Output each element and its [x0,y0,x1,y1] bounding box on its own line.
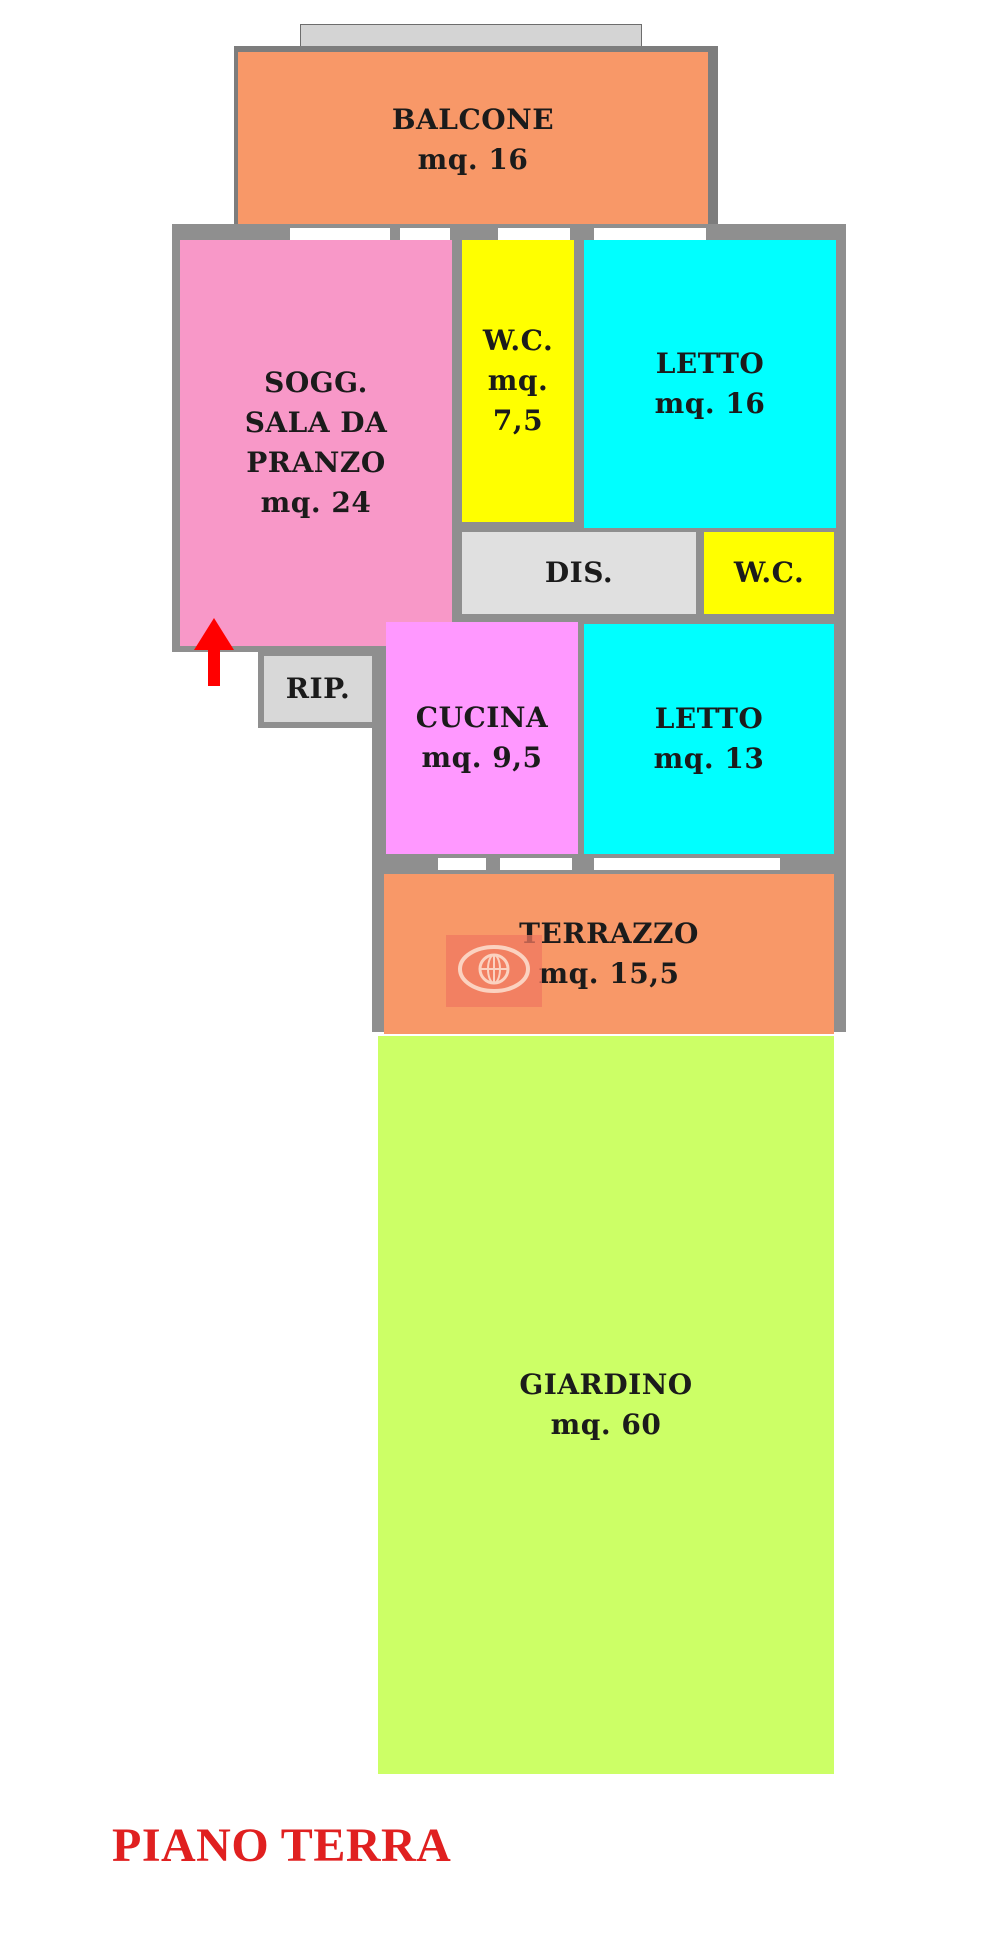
room-area: mq. 13 [653,742,765,775]
room-area: 7,5 [492,404,544,437]
room-area: mq. 16 [654,387,766,420]
room-area-label: mq. [487,364,549,397]
up-arrow-icon [194,618,234,686]
room-area: mq. 16 [417,143,529,176]
room-label: SOGG. [264,366,368,399]
room-rip: RIP. [264,656,372,722]
room-label: GIARDINO [519,1368,693,1401]
room-label: RIP. [285,672,351,705]
room-cucina: CUCINA mq. 9,5 [386,622,578,854]
window-opening [438,858,486,870]
room-label: W.C. [482,324,554,357]
room-label: SALA DA [244,406,388,439]
room-label: W.C. [733,556,805,589]
room-label: BALCONE [391,103,555,136]
room-wc-large: W.C. mq. 7,5 [462,240,574,522]
room-soggiorno: SOGG. SALA DA PRANZO mq. 24 [180,240,452,646]
room-letto-2: LETTO mq. 13 [584,624,834,854]
room-label: DIS. [544,556,614,589]
room-label: LETTO [655,347,765,380]
window-opening [498,228,570,240]
window-opening [594,858,780,870]
room-area: mq. 9,5 [421,741,543,774]
window-opening [400,228,450,240]
room-area: mq. 60 [550,1408,662,1441]
room-balcone: BALCONE mq. 16 [238,52,708,228]
room-letto-1: LETTO mq. 16 [584,240,836,528]
room-label: TERRAZZO [519,917,699,950]
window-opening [500,858,572,870]
room-label: LETTO [654,702,764,735]
room-dis: DIS. [462,532,696,614]
room-label: CUCINA [415,701,549,734]
room-label: PRANZO [246,446,386,479]
room-wc-small: W.C. [704,532,834,614]
window-opening [594,228,706,240]
globe-logo [446,935,542,1007]
room-area: mq. 24 [260,486,372,519]
window-opening [290,228,390,240]
room-area: mq. 15,5 [538,957,680,990]
floor-title: PIANO TERRA [112,1819,452,1872]
room-giardino: GIARDINO mq. 60 [378,1036,834,1774]
